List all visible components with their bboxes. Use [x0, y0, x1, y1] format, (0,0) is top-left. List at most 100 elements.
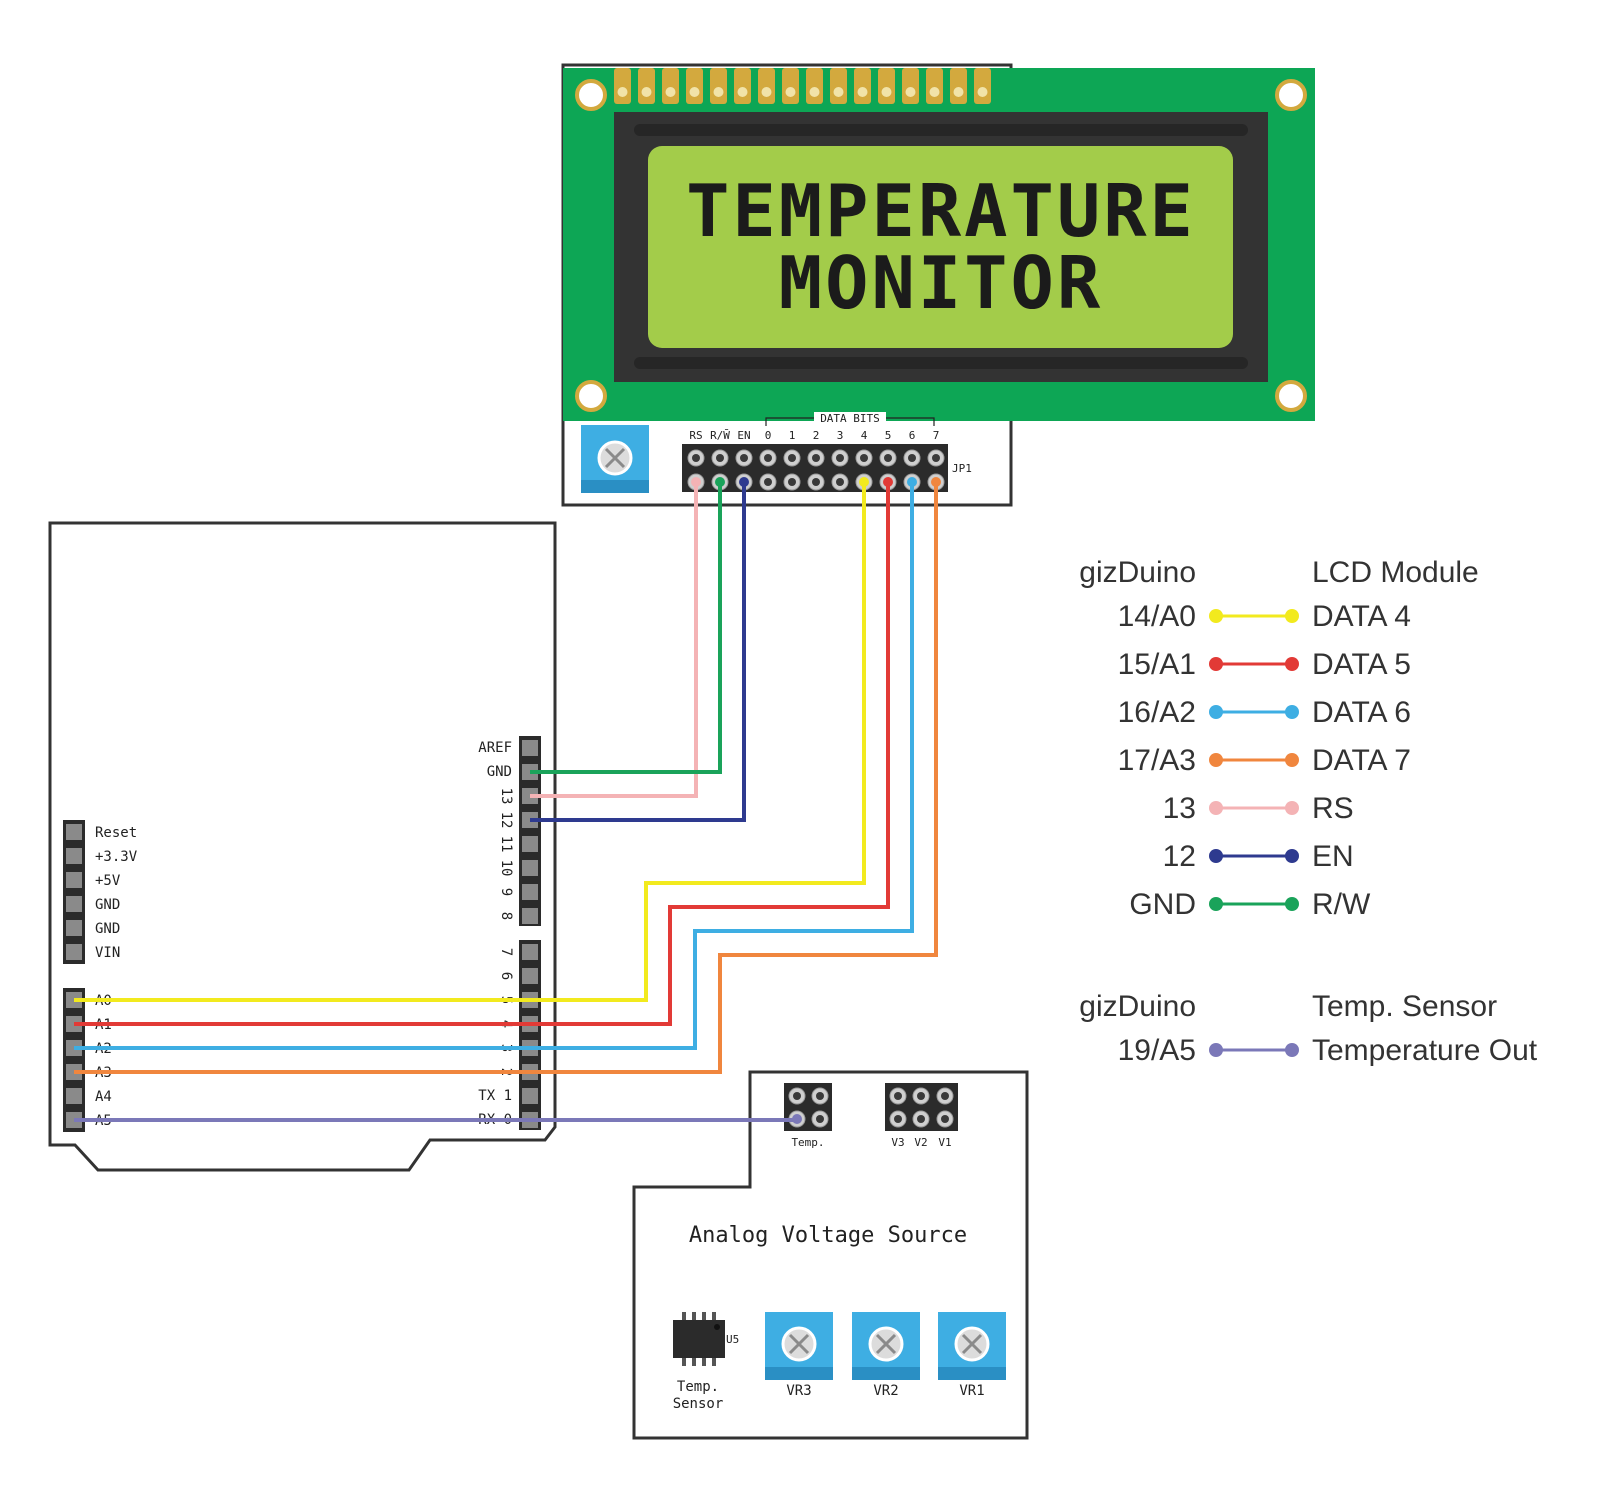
- contrast-pot-cross-icon: [604, 447, 626, 469]
- header-pin-hole: [812, 454, 820, 462]
- legend-dot: [1285, 897, 1299, 911]
- wire: [74, 482, 914, 1050]
- mount-hole: [575, 79, 607, 111]
- digital-pin-label: 10: [498, 860, 514, 877]
- header-pin-hole: [894, 1092, 902, 1100]
- header-pin: [522, 968, 538, 984]
- legend-right-label: DATA 7: [1312, 744, 1411, 777]
- chip-label: U5: [726, 1333, 739, 1346]
- digital-pin-label: GND: [487, 764, 512, 780]
- header-pin-hole: [788, 478, 796, 486]
- gold-pin: [662, 68, 679, 104]
- gold-pin: [854, 68, 871, 104]
- lcd-pin-label: R/W̄: [710, 429, 730, 442]
- power-pin-label: VIN: [95, 945, 120, 961]
- wire-end: [691, 477, 701, 487]
- gold-pin: [806, 68, 823, 104]
- wire: [74, 482, 890, 1026]
- wire: [530, 482, 722, 774]
- power-pin-label: +5V: [95, 873, 121, 889]
- lcd-bezel-slot: [634, 124, 1248, 136]
- header-pin: [66, 1088, 82, 1104]
- digital-pin-label: TX 1: [478, 1088, 512, 1104]
- lcd-pin-label: 0: [765, 429, 772, 442]
- header-pin-hole: [793, 1092, 801, 1100]
- legend-dot: [1209, 705, 1223, 719]
- mount-hole: [575, 380, 607, 412]
- lcd-line-2: MONITOR: [779, 241, 1103, 325]
- lcd-pin-label: 3: [837, 429, 844, 442]
- gizduino-outline: [48, 521, 557, 1172]
- digital-pin-label: 13: [498, 788, 514, 805]
- legend-lcd-right-header: LCD Module: [1312, 556, 1479, 589]
- gold-pin: [758, 68, 775, 104]
- legend-left-label: 13: [1163, 792, 1196, 825]
- potentiometer-base: [765, 1367, 833, 1380]
- digital-pin-label: 12: [498, 812, 514, 829]
- wire-end: [859, 477, 869, 487]
- header-pin: [66, 824, 82, 840]
- wire: [530, 482, 746, 822]
- header-pin: [522, 944, 538, 960]
- gold-pin: [902, 68, 919, 104]
- gold-pin-hole: [857, 87, 868, 97]
- header-pin: [522, 1088, 538, 1104]
- legend-dot: [1285, 1043, 1299, 1057]
- header-pin-hole: [941, 1092, 949, 1100]
- contrast-pot-base: [581, 480, 649, 493]
- legend-dot: [1209, 609, 1223, 623]
- header-pin-hole: [716, 454, 724, 462]
- legend-left-label: 16/A2: [1118, 696, 1196, 729]
- wire-endpoint: [792, 1114, 802, 1124]
- header-pin-hole: [860, 454, 868, 462]
- header-pin: [66, 872, 82, 888]
- gold-pin: [782, 68, 799, 104]
- header-pin-hole: [908, 454, 916, 462]
- vr-header-label: V3: [891, 1136, 904, 1149]
- potentiometer-cross-icon: [961, 1333, 983, 1355]
- legend-left-label: GND: [1129, 888, 1196, 921]
- power-header: [63, 820, 85, 964]
- lcd-pin-label: 2: [813, 429, 820, 442]
- wire-end: [739, 477, 749, 487]
- power-pin-label: +3.3V: [95, 849, 138, 865]
- wire-end: [907, 477, 917, 487]
- legend-dot: [1285, 801, 1299, 815]
- gold-pin-hole: [905, 87, 916, 97]
- digital-header-low: [519, 940, 541, 1130]
- power-pin-label: Reset: [95, 825, 137, 841]
- legend-right-label: Temperature Out: [1312, 1034, 1538, 1067]
- digital-pin-label: 8: [498, 912, 514, 920]
- header-pin-hole: [917, 1092, 925, 1100]
- potentiometer-base: [852, 1367, 920, 1380]
- gold-pin-hole: [713, 87, 724, 97]
- legend-dot: [1285, 609, 1299, 623]
- gold-pin-hole: [809, 87, 820, 97]
- vr-header-label: V2: [914, 1136, 927, 1149]
- mount-hole: [1275, 79, 1307, 111]
- power-pin-label: GND: [95, 897, 120, 913]
- header-pin-hole: [836, 478, 844, 486]
- digital-header-high: [519, 736, 541, 926]
- lcd-pin-label: 1: [789, 429, 796, 442]
- wire: [74, 482, 866, 1002]
- lcd-pin-label: RS: [689, 429, 702, 442]
- header-pin: [522, 908, 538, 924]
- header-pin: [522, 884, 538, 900]
- lcd-pin-label: 6: [909, 429, 916, 442]
- potentiometer-label: VR3: [786, 1383, 811, 1399]
- legend-right-label: DATA 4: [1312, 600, 1411, 633]
- header-pin-hole: [812, 478, 820, 486]
- wire-end: [715, 477, 725, 487]
- header-pin: [522, 740, 538, 756]
- legend-left-label: 19/A5: [1118, 1034, 1196, 1067]
- legend-right-label: DATA 5: [1312, 648, 1411, 681]
- lcd-pin-label: 7: [933, 429, 940, 442]
- header-pin-hole: [788, 454, 796, 462]
- temp-header-label: Temp.: [791, 1136, 824, 1149]
- header-pin-hole: [836, 454, 844, 462]
- legend-left-label: 15/A1: [1118, 648, 1196, 681]
- voltage-source-pins: [788, 1087, 954, 1128]
- analog-pin-label: A4: [95, 1089, 112, 1105]
